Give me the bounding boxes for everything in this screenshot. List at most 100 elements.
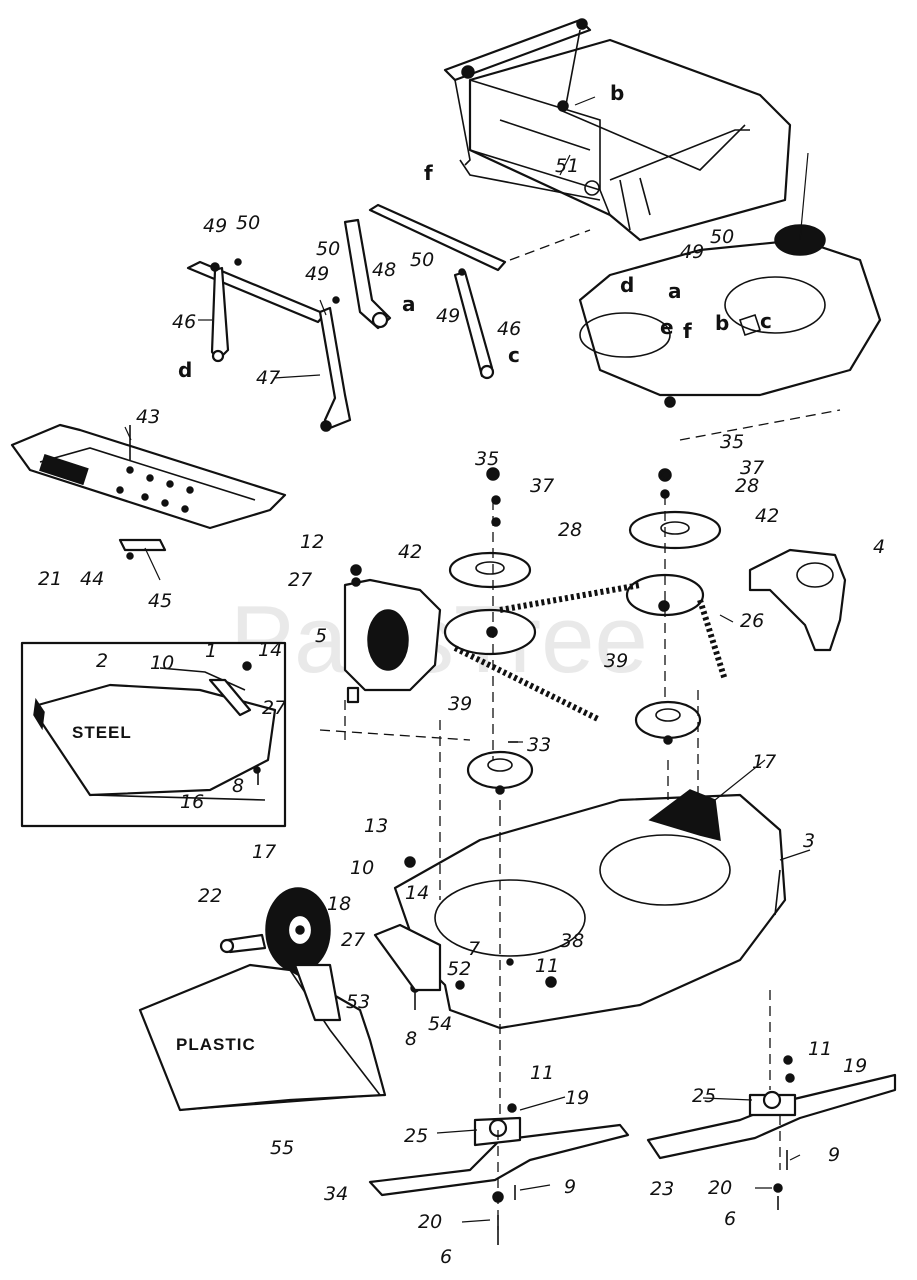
foot-plate: [10, 423, 287, 560]
callout-44: 44: [80, 568, 104, 590]
callout-49: 49: [436, 305, 460, 327]
belt-guard-4: [748, 548, 847, 652]
callout-46: 46: [172, 311, 196, 333]
drive-pulleys: [443, 573, 705, 656]
part-callouts: 51 49 50 50 49 48 50 49 46 46 47 49 50 4…: [38, 155, 885, 1268]
callout-50: 50: [316, 238, 340, 260]
wheel-bolt-22: [219, 933, 267, 954]
ref-letter-c: c: [760, 309, 772, 333]
idler-pulleys: [448, 467, 722, 589]
callout-1: 1: [205, 640, 217, 662]
gauge-wheel-17: [265, 887, 331, 973]
callout-18: 18: [327, 893, 351, 915]
callout-35: 35: [475, 448, 499, 470]
callout-11: 11: [808, 1038, 832, 1060]
callout-37: 37: [530, 475, 554, 497]
callout-47: 47: [256, 367, 280, 389]
callout-19: 19: [565, 1087, 589, 1109]
callout-22: 22: [198, 885, 222, 907]
callout-9: 9: [564, 1176, 576, 1198]
callout-37: 37: [740, 457, 764, 479]
callout-10: 10: [350, 857, 374, 879]
plastic-chute-55: [138, 963, 387, 1112]
callout-7: 7: [468, 938, 480, 960]
callout-11: 11: [530, 1062, 554, 1084]
callout-27: 27: [262, 697, 286, 719]
callout-38: 38: [560, 930, 584, 952]
callout-11: 11: [535, 955, 559, 977]
callout-4: 4: [873, 536, 885, 558]
callout-25: 25: [692, 1085, 716, 1107]
ref-letter-d: d: [178, 358, 192, 382]
callout-48: 48: [372, 259, 396, 281]
callout-55: 55: [270, 1137, 294, 1159]
ref-letter-f: f: [424, 161, 433, 185]
plastic-label: PLASTIC: [176, 1035, 256, 1054]
callout-43: 43: [136, 406, 160, 428]
callout-51: 51: [555, 155, 579, 177]
drive-belt-42: [453, 582, 728, 723]
belt-guard-5: [343, 578, 442, 704]
spindle-housings: [466, 700, 702, 795]
mower-deck-3: [393, 789, 787, 1030]
ref-letter-a: a: [668, 279, 682, 303]
callout-49: 49: [305, 263, 329, 285]
callout-8: 8: [232, 775, 244, 797]
callout-27: 27: [341, 929, 365, 951]
callout-28: 28: [558, 519, 582, 541]
callout-46: 46: [497, 318, 521, 340]
ref-letter-d: d: [620, 273, 634, 297]
callout-25: 25: [404, 1125, 428, 1147]
callout-35: 35: [720, 431, 744, 453]
ref-letter-e: e: [660, 315, 674, 339]
steel-label: STEEL: [72, 723, 132, 742]
ref-letter-c: c: [508, 343, 520, 367]
callout-54: 54: [428, 1013, 452, 1035]
callout-13: 13: [364, 815, 388, 837]
callout-49: 49: [680, 241, 704, 263]
callout-12: 12: [300, 531, 324, 553]
callout-3: 3: [803, 830, 815, 852]
callout-33: 33: [527, 734, 551, 756]
callout-42: 42: [398, 541, 422, 563]
callout-14: 14: [258, 639, 282, 661]
ref-letter-f: f: [683, 319, 692, 343]
callout-23: 23: [650, 1178, 674, 1200]
callout-52: 52: [447, 958, 471, 980]
steel-chute-inset: [20, 641, 287, 828]
callout-20: 20: [418, 1211, 442, 1233]
callout-17: 17: [252, 841, 276, 863]
callout-5: 5: [315, 625, 327, 647]
callout-50: 50: [710, 226, 734, 248]
ref-letter-b: b: [715, 311, 729, 335]
callout-2: 2: [96, 650, 108, 672]
ref-letter-a: a: [402, 292, 416, 316]
leader-lines: [124, 96, 811, 1223]
callout-17: 17: [752, 751, 776, 773]
callout-39: 39: [604, 650, 628, 672]
deck-top-view: [578, 224, 882, 441]
callout-20: 20: [708, 1177, 732, 1199]
callout-6: 6: [724, 1208, 736, 1230]
callout-42: 42: [755, 505, 779, 527]
callout-50: 50: [410, 249, 434, 271]
ref-letter-b: b: [610, 81, 624, 105]
watermark-text: PartsTree: [230, 586, 648, 693]
callout-8: 8: [405, 1028, 417, 1050]
lift-arm-48: [343, 218, 392, 330]
callout-9: 9: [828, 1144, 840, 1166]
callout-21: 21: [38, 568, 62, 590]
callout-39: 39: [448, 693, 472, 715]
lift-arm-47: [318, 296, 352, 432]
blade-23: [646, 1073, 897, 1160]
callout-34: 34: [324, 1183, 348, 1205]
tractor-frame-assembly: [443, 18, 792, 261]
callout-26: 26: [740, 610, 764, 632]
callout-50: 50: [236, 212, 260, 234]
callout-53: 53: [346, 991, 370, 1013]
callout-19: 19: [843, 1055, 867, 1077]
hardware-bolts: [257, 470, 795, 1245]
callout-49: 49: [203, 215, 227, 237]
